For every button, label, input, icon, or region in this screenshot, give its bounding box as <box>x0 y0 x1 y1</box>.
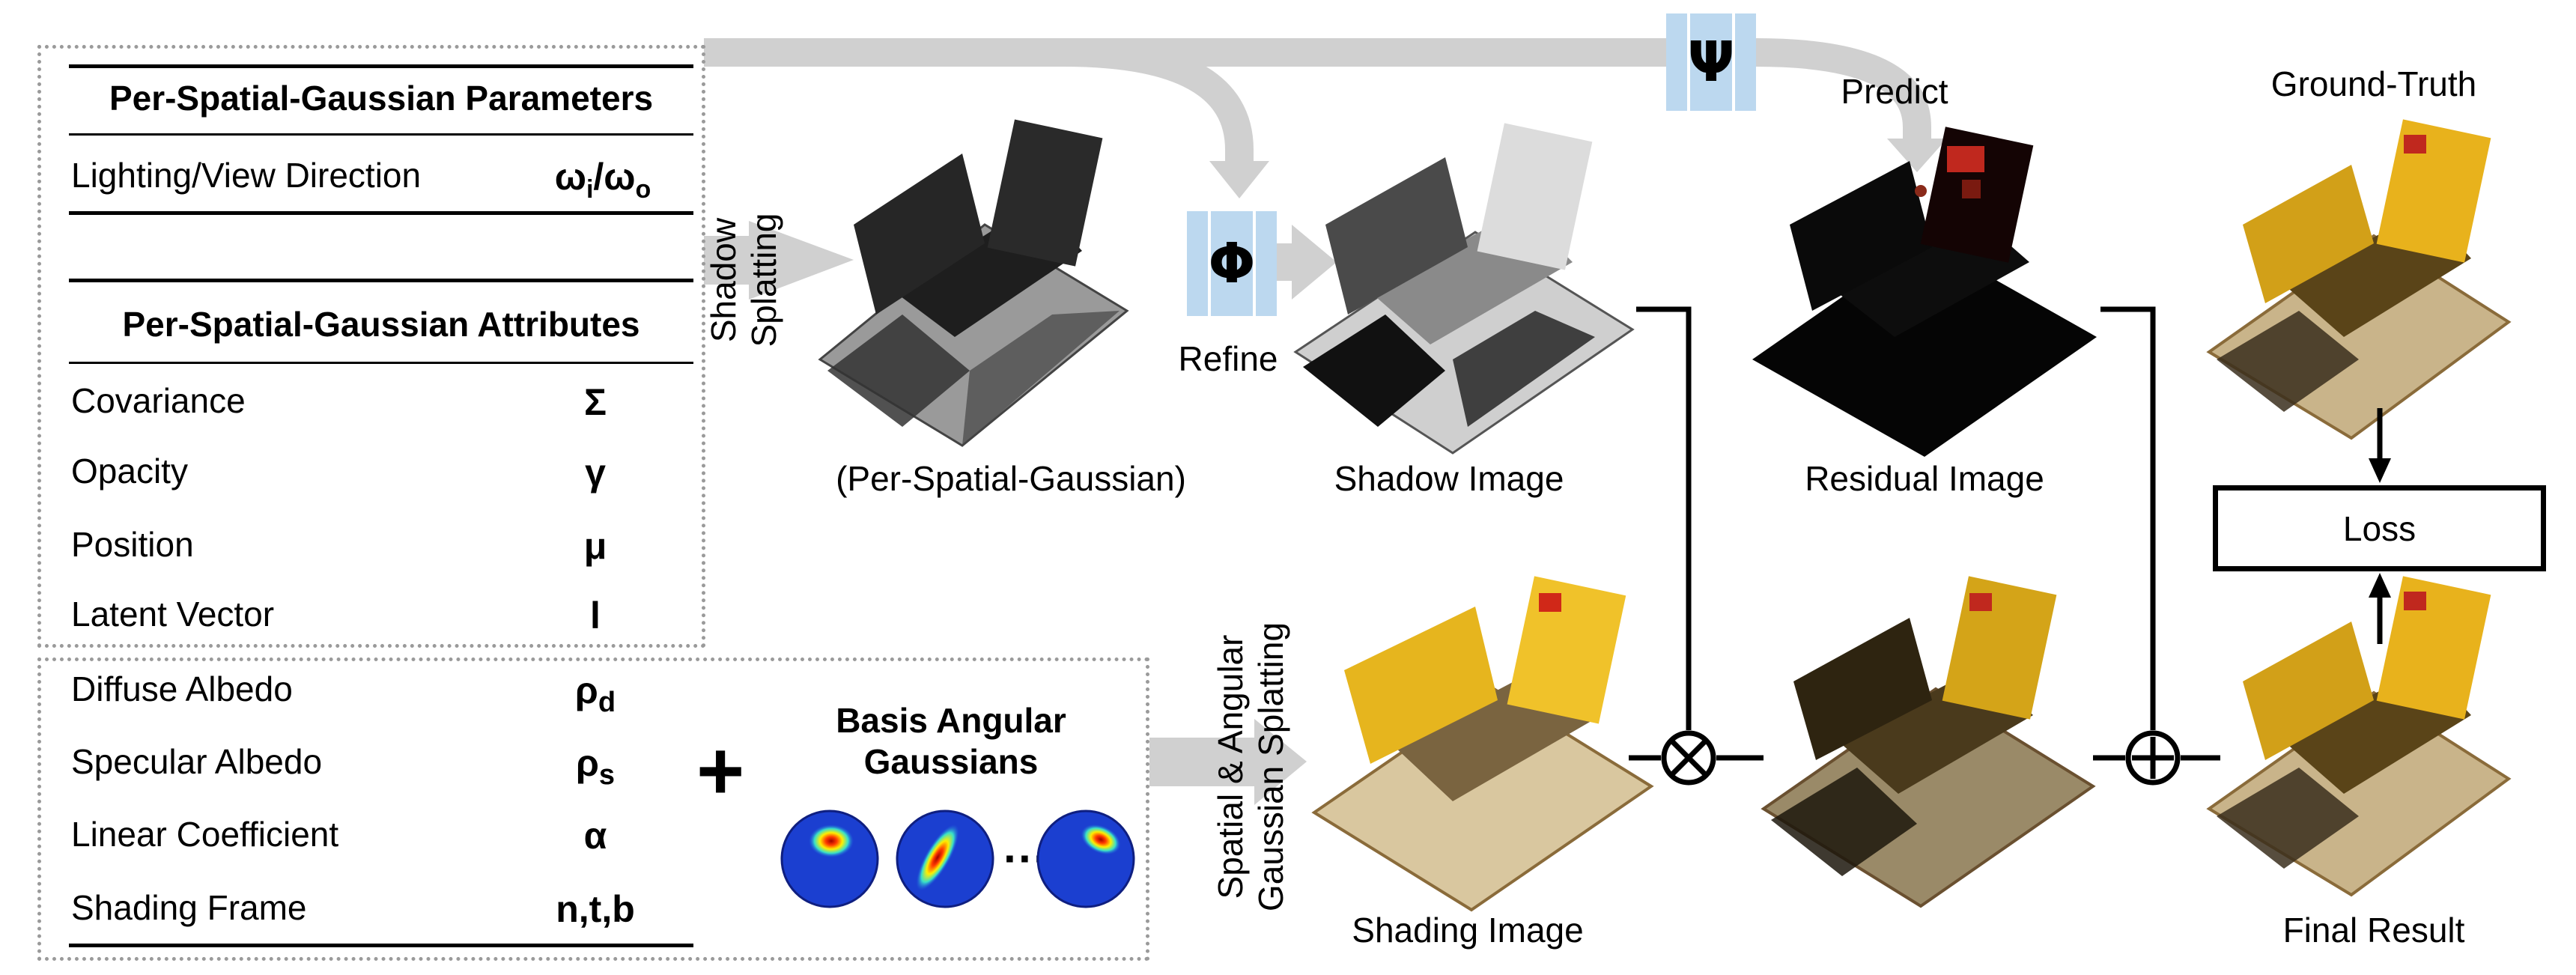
shading-image-render <box>1303 569 1662 914</box>
plus-sign: + <box>696 725 745 817</box>
per-gaussian-shadow-render <box>812 112 1134 449</box>
predict-arrowhead <box>1887 139 1947 172</box>
material-row-label: Diffuse Albedo <box>71 669 293 708</box>
phi-out-arrowhead <box>1292 225 1337 300</box>
shading-image-caption: Shading Image <box>1352 911 1584 950</box>
shadow-to-multiply-line <box>1636 306 1692 730</box>
final-to-loss-arrowhead <box>2369 573 2391 598</box>
table-rule <box>69 133 693 136</box>
basis-title-line1: Basis Angular <box>836 701 1066 740</box>
basis-sphere-1 <box>780 810 879 908</box>
gt-to-loss-arrowhead <box>2369 458 2391 483</box>
residual-to-add-line <box>2100 306 2156 730</box>
material-row-label: Linear Coefficient <box>71 815 339 854</box>
attr-row-symbol: l <box>590 595 601 637</box>
diffuse-albedo-symbol: ρd <box>574 669 616 718</box>
residual-image-caption: Residual Image <box>1805 459 2044 498</box>
table-rule <box>69 944 693 947</box>
phi-symbol: Φ <box>1208 231 1256 296</box>
refine-label: Refine <box>1178 339 1278 378</box>
spatial-splat-arrowhead <box>1254 719 1307 805</box>
refine-arrowhead <box>1209 161 1269 198</box>
table-rule <box>69 64 693 68</box>
attr-row-label: Latent Vector <box>71 595 275 634</box>
predict-label: Predict <box>1841 72 1948 111</box>
material-row-label: Specular Albedo <box>71 742 323 781</box>
ground-truth-caption: Ground-Truth <box>2270 64 2477 103</box>
basis-title-line2: Gaussians <box>863 742 1039 781</box>
ground-truth-render <box>2202 112 2516 442</box>
table-rule <box>69 279 693 282</box>
residual-image-render <box>1745 120 2104 461</box>
material-row-symbol: α <box>583 815 607 857</box>
lego-render-color-bright <box>1311 576 1654 912</box>
final-result-render <box>2202 569 2516 899</box>
attr-row-label: Opacity <box>71 452 188 490</box>
attr-row-symbol: μ <box>583 525 607 567</box>
attr-row-symbol: Σ <box>583 381 607 423</box>
material-row-symbol: n,t,b <box>556 888 635 930</box>
product-image-render <box>1752 569 2104 910</box>
attr-row-label: Position <box>71 525 194 564</box>
basis-spheres: ··· <box>780 810 1135 908</box>
lego-render-black <box>1752 127 2097 457</box>
table-rule <box>69 362 693 364</box>
spatial-splat-shaft <box>1149 738 1258 786</box>
param-row-label: Lighting/View Direction <box>71 156 422 195</box>
final-result-caption: Final Result <box>2282 911 2465 950</box>
basis-sphere-2 <box>896 810 994 908</box>
psi-symbol: Ψ <box>1687 30 1735 94</box>
shadow-splat-arrowhead <box>749 221 854 300</box>
specular-albedo-symbol: ρs <box>575 742 616 791</box>
lego-render-gray-dark <box>818 119 1129 447</box>
lego-render-gray <box>1293 123 1635 455</box>
attr-row-symbol: γ <box>585 452 606 493</box>
lego-render-color <box>2206 119 2512 440</box>
per-spatial-gaussian-caption: (Per-Spatial-Gaussian) <box>836 459 1186 498</box>
attr-row-label: Covariance <box>71 381 246 420</box>
parameters-title: Per-Spatial-Gaussian Parameters <box>109 79 654 118</box>
shadow-image-caption: Shadow Image <box>1334 459 1564 498</box>
shadow-splat-shaft <box>704 236 749 285</box>
refine-branch-arrow <box>1063 38 1254 161</box>
loss-box: Loss <box>2213 485 2546 571</box>
top-band-arrow <box>704 38 1931 139</box>
lego-render-color <box>2206 576 2512 897</box>
phi-network-block: Φ <box>1187 211 1277 316</box>
lighting-view-symbol: ωi/ωo <box>554 156 651 204</box>
table-rule <box>69 211 693 215</box>
material-dashed-box <box>37 657 1149 961</box>
shadow-image-render <box>1281 112 1647 457</box>
basis-sphere-3 <box>1036 810 1135 908</box>
parameters-dashed-box <box>37 45 705 648</box>
psi-network-block: Ψ <box>1666 13 1756 111</box>
lego-render-color-shadowed <box>1761 576 2096 908</box>
attributes-title: Per-Spatial-Gaussian Attributes <box>122 305 640 344</box>
material-row-label: Shading Frame <box>71 888 307 927</box>
